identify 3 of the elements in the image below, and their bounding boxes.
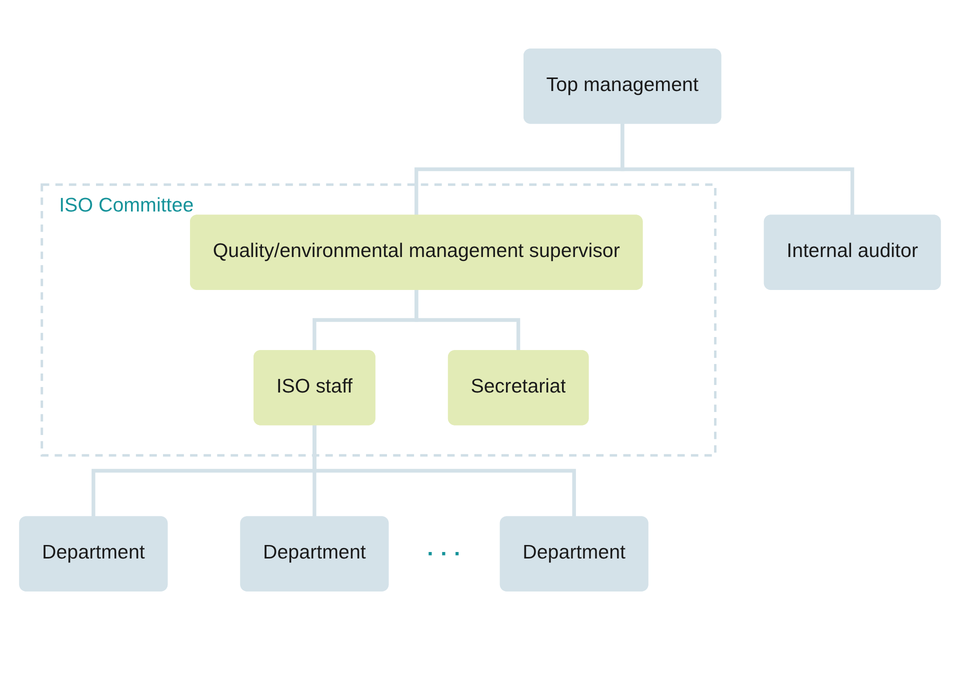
connector — [312, 289, 418, 351]
connector — [414, 123, 624, 216]
ellipsis-text: · · · — [427, 540, 462, 567]
